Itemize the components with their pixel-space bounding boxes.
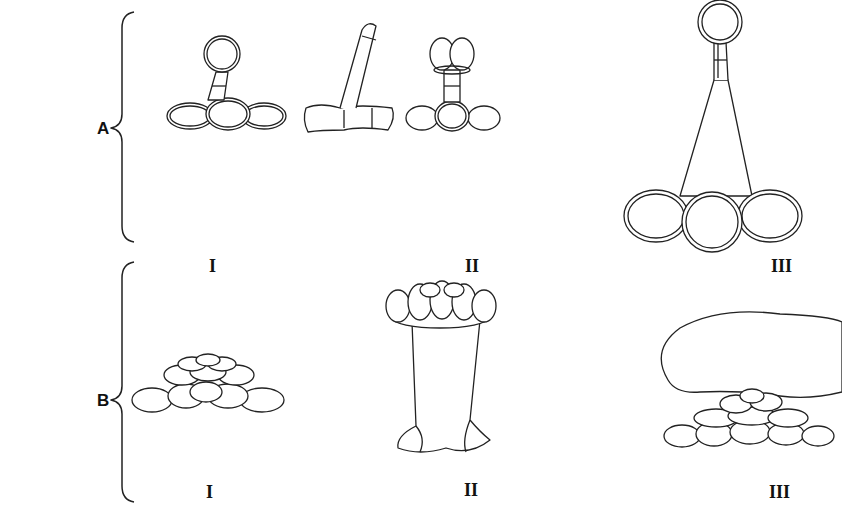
peltate-hair [386, 281, 496, 452]
figure-numeral: II [465, 257, 479, 275]
glandular-hair [406, 38, 500, 131]
peltate-hair [661, 312, 842, 447]
peltate-hair [132, 354, 284, 412]
brace [111, 262, 134, 502]
glandular-hair [304, 24, 393, 132]
figure-numeral: II [464, 481, 478, 499]
group-letter: A [97, 120, 109, 137]
figure-numeral: I [209, 257, 216, 275]
group-letter: B [97, 392, 109, 409]
glandular-hair [624, 0, 802, 252]
glandular-hair [167, 36, 286, 130]
brace [111, 12, 134, 242]
figure-numeral: I [206, 483, 213, 501]
figure-numeral: III [769, 483, 790, 501]
figure-numeral: III [771, 257, 792, 275]
